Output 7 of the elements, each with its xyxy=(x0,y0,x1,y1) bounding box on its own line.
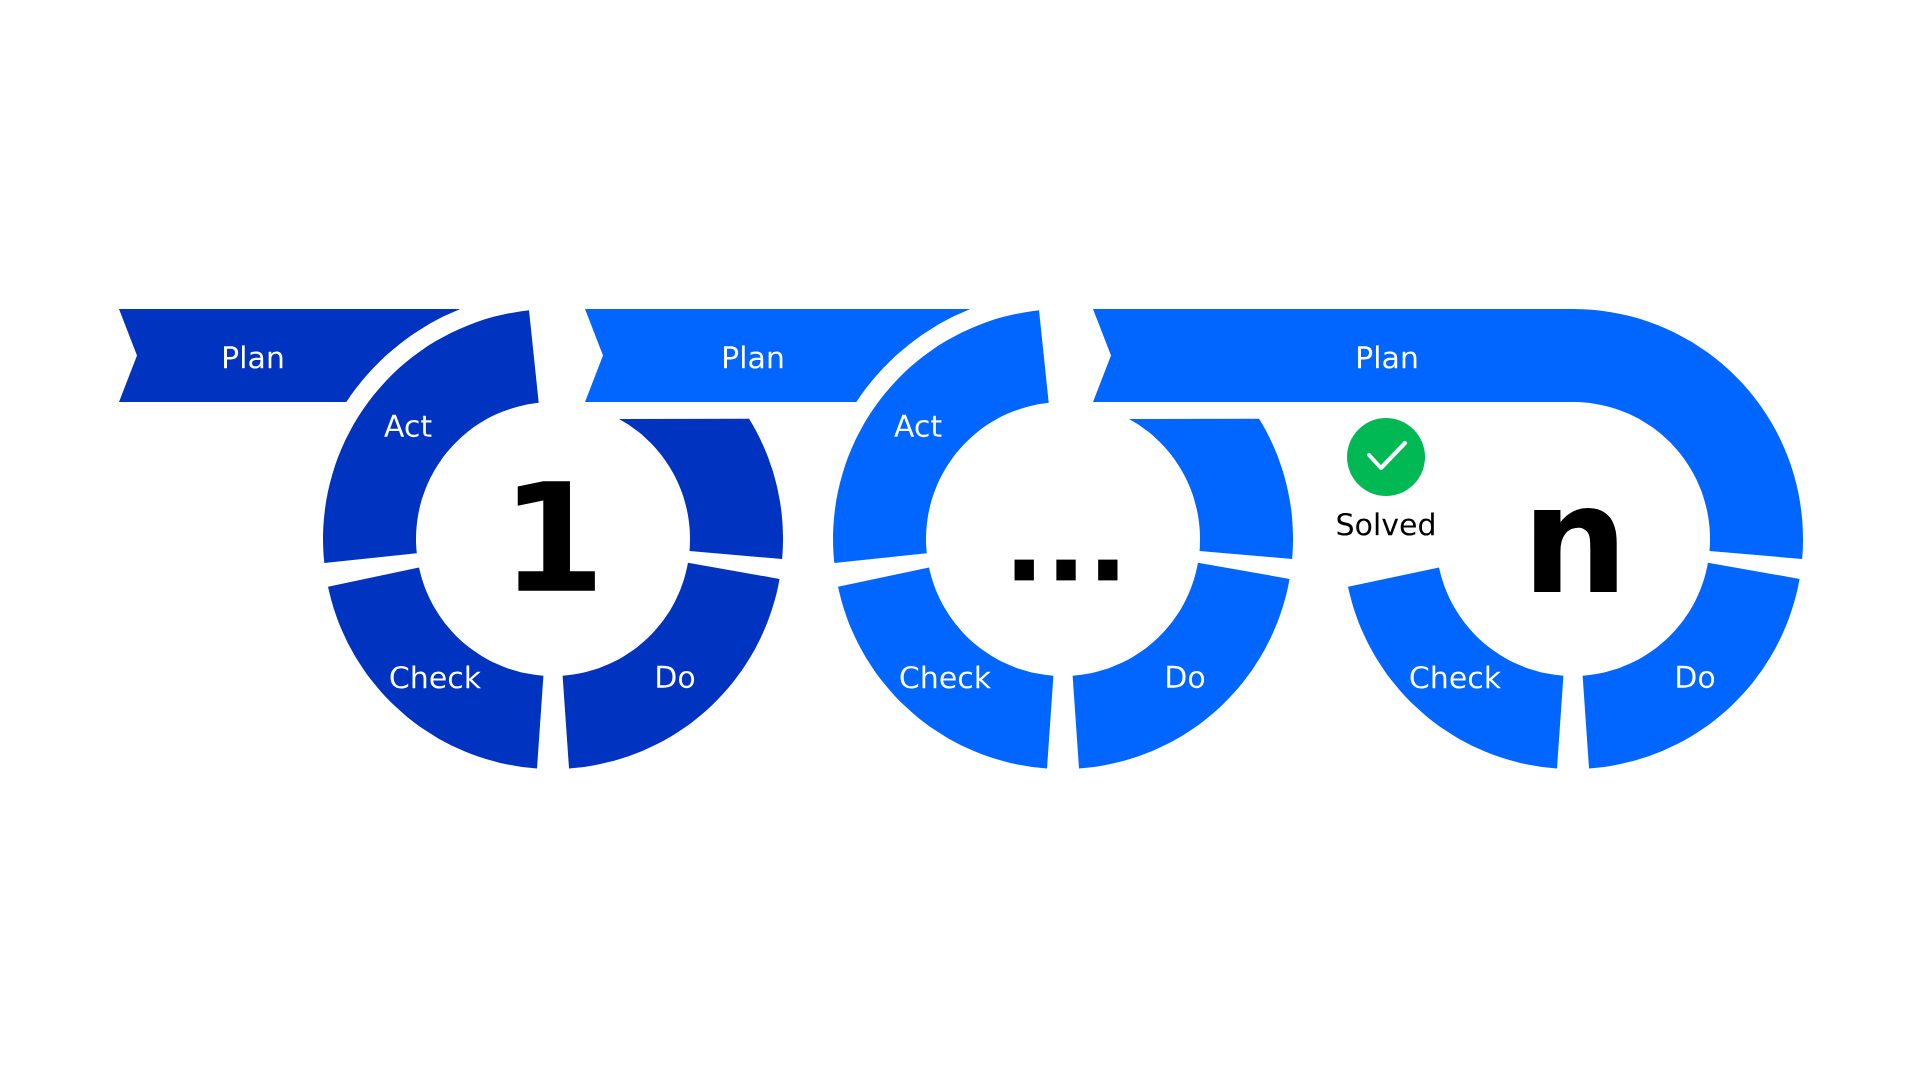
ring-segment xyxy=(619,418,783,559)
status-label: Solved xyxy=(1337,512,1434,536)
plan-band: Plan xyxy=(585,309,971,402)
node-label: Plan xyxy=(224,345,283,369)
node-label: Plan xyxy=(724,345,783,369)
ring-segment xyxy=(1129,418,1293,559)
plan-band: Plan xyxy=(119,309,461,402)
